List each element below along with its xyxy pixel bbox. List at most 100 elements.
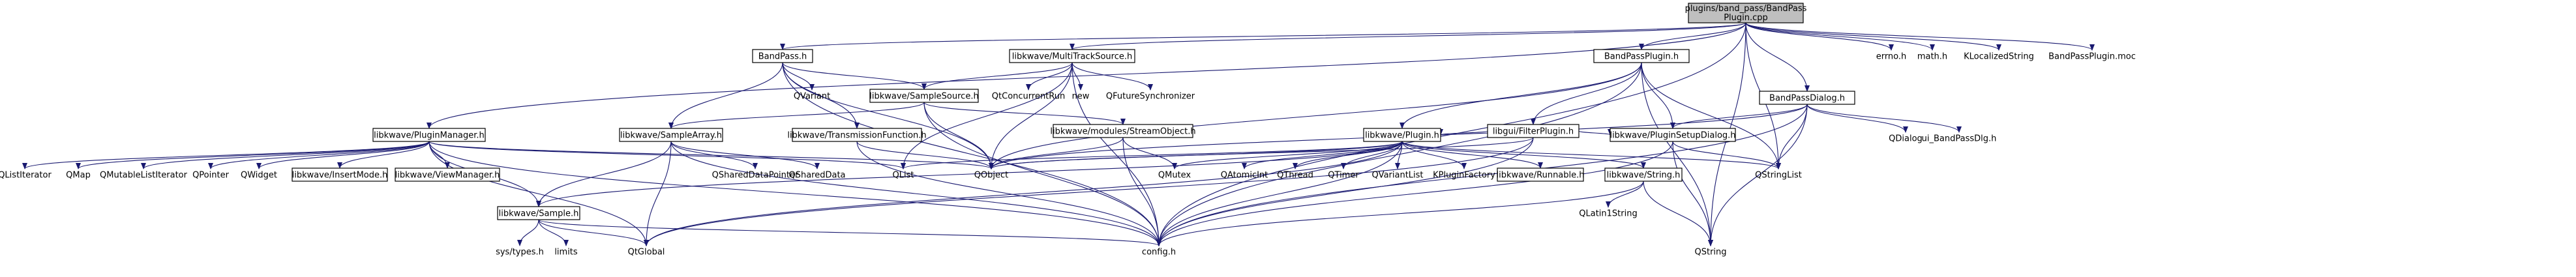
node-label: QPointer xyxy=(192,171,230,181)
edge-pluginmgr_h-to-qobject xyxy=(428,141,994,169)
edge-pluginsetup_h-to-config_h xyxy=(1156,141,1673,246)
node-filterplugin-h[interactable]: libgui/FilterPlugin.h xyxy=(1487,124,1580,138)
node-label: libgui/FilterPlugin.h xyxy=(1493,127,1574,137)
edge-plugin_h-to-qmutex xyxy=(1172,141,1403,169)
node-label: libkwave/SampleSource.h xyxy=(869,92,978,102)
node-viewmgr-h[interactable]: libkwave/ViewManager.h xyxy=(395,168,500,182)
edge-plugin_h-to-sample_h xyxy=(536,141,1403,207)
node-runnable-h[interactable]: libkwave/Runnable.h xyxy=(1496,168,1585,182)
edge-samplesource_h-to-samplearray_h xyxy=(668,102,925,129)
node-qshareddp: QSharedDataPointer xyxy=(712,171,799,181)
node-qthread: QThread xyxy=(1277,171,1313,181)
edge-root-to-bandpass_h xyxy=(780,22,1746,50)
edge-filterplugin_h-to-plugin_h xyxy=(1438,128,1488,136)
node-box xyxy=(752,49,813,63)
edge-pluginmgr_h-to-config_h xyxy=(428,141,1161,246)
edge-plugin_h-to-qstringlist xyxy=(1401,141,1781,169)
edge-pluginmgr_h-to-qmutlistiter xyxy=(141,141,430,169)
node-box xyxy=(1688,3,1804,23)
node-pluginmgr-h[interactable]: libkwave/PluginManager.h xyxy=(372,128,486,142)
node-label: QSharedData xyxy=(788,171,845,181)
node-mts-h[interactable]: libkwave/MultiTrackSource.h xyxy=(1009,49,1135,63)
edge-plugin_h-to-kpluginfactory xyxy=(1401,141,1467,169)
node-label: sys/types.h xyxy=(496,248,544,257)
edge-bandpass_h-to-samplearray_h xyxy=(668,62,783,129)
node-kpluginfactory: KPluginFactory xyxy=(1433,171,1495,181)
node-qlistiter: QListIterator xyxy=(0,171,52,181)
node-bpmoc: BandPassPlugin.moc xyxy=(2048,52,2136,62)
node-config-h: config.h xyxy=(1142,248,1176,257)
edge-bpplugin_h-to-qstringlist xyxy=(1641,62,1781,169)
node-string-h[interactable]: libkwave/String.h xyxy=(1604,168,1683,182)
node-label: QDialog xyxy=(1889,134,1923,144)
edge-bpplugin_h-to-qstring xyxy=(1641,62,1713,246)
edge-plugin_h-to-qobject xyxy=(989,141,1403,169)
node-new: new xyxy=(1072,92,1090,102)
node-label: BandPassPlugin.moc xyxy=(2048,52,2136,62)
node-bpdialog-h[interactable]: BandPassDialog.h xyxy=(1759,91,1855,105)
node-label: libkwave/SampleArray.h xyxy=(620,131,722,141)
edge-bpdialog_h-to-pluginsetup_h xyxy=(1670,104,1808,129)
node-box xyxy=(1593,49,1690,63)
edge-pluginmgr_h-to-qmap xyxy=(76,141,430,169)
node-label: QFutureSynchronizer xyxy=(1106,92,1195,102)
edge-samplearray_h-to-config_h xyxy=(670,141,1161,246)
node-box xyxy=(1053,124,1193,138)
node-box xyxy=(619,128,723,142)
node-bpplugin-h[interactable]: BandPassPlugin.h xyxy=(1593,49,1690,63)
edge-pluginmgr_h-to-insertmode_h xyxy=(337,141,430,169)
node-plugin-h[interactable]: libkwave/Plugin.h xyxy=(1363,128,1441,142)
node-label: QSharedDataPointer xyxy=(712,171,799,181)
node-box xyxy=(1759,91,1855,105)
node-label: libkwave/TransmissionFunction.h xyxy=(787,131,926,141)
node-uibpdlg: ui_BandPassDlg.h xyxy=(1922,134,1997,144)
edge-string_h-to-qstring xyxy=(1643,181,1713,246)
node-samplearray-h[interactable]: libkwave/SampleArray.h xyxy=(619,128,723,142)
node-label: QAtomicInt xyxy=(1221,171,1268,181)
edge-bpdialog_h-to-qdialog xyxy=(1806,104,1908,133)
node-bandpass-h[interactable]: BandPass.h xyxy=(752,49,813,63)
edge-pluginsetup_h-to-qstringlist xyxy=(1672,141,1781,169)
node-label: QList xyxy=(893,171,914,181)
node-label: QMutableListIterator xyxy=(100,171,188,181)
node-label: libkwave/Plugin.h xyxy=(1365,131,1439,141)
edge-mts_h-to-qfuturesync xyxy=(1071,62,1153,91)
node-label: KLocalizedString xyxy=(1964,52,2034,62)
edge-streamobj_h-to-qobject xyxy=(989,137,1124,169)
node-qpointer: QPointer xyxy=(192,171,230,181)
node-label: QMutex xyxy=(1158,171,1191,181)
node-label: QMap xyxy=(66,171,91,181)
node-qstringlist: QStringList xyxy=(1755,171,1802,181)
edge-bpplugin_h-to-filterplugin_h xyxy=(1531,62,1642,125)
edge-bpdialog_h-to-config_h xyxy=(1156,104,1808,246)
edge-samplesource_h-to-streamobj_h xyxy=(923,102,1126,125)
node-samplesource-h[interactable]: libkwave/SampleSource.h xyxy=(869,89,979,103)
edge-samplearray_h-to-qshareddata xyxy=(670,141,820,169)
node-label: KPluginFactory xyxy=(1433,171,1495,181)
node-pluginsetup-h[interactable]: libkwave/PluginSetupDialog.h xyxy=(1610,128,1736,142)
node-qstring: QString xyxy=(1694,248,1726,257)
edge-root-to-bpmoc xyxy=(1745,22,2095,51)
edge-root-to-mts_h xyxy=(1070,22,1746,50)
edge-pluginmgr_h-to-qwidget xyxy=(256,141,430,169)
node-streamobj-h[interactable]: libkwave/modules/StreamObject.h xyxy=(1050,124,1196,138)
edge-plugin_h-to-string_h xyxy=(1401,141,1646,169)
node-qtimer: QTimer xyxy=(1328,171,1359,181)
node-insertmode-h[interactable]: libkwave/InsertMode.h xyxy=(292,168,388,182)
node-sample-h[interactable]: libkwave/Sample.h xyxy=(497,206,580,220)
node-transfn-h[interactable]: libkwave/TransmissionFunction.h xyxy=(787,128,927,142)
node-label: math.h xyxy=(1917,52,1947,62)
node-label: QVariantList xyxy=(1371,171,1423,181)
node-label: QLatin1String xyxy=(1579,209,1637,219)
node-errno: errno.h xyxy=(1876,52,1907,62)
edge-mts_h-to-qtconc xyxy=(1026,62,1073,91)
node-label: BandPassDialog.h xyxy=(1769,94,1845,104)
node-box xyxy=(869,89,979,103)
node-label: libkwave/String.h xyxy=(1607,171,1681,181)
node-box xyxy=(792,128,922,142)
node-qshareddata: QSharedData xyxy=(788,171,845,181)
edge-streamobj_h-to-config_h xyxy=(1122,137,1161,246)
edge-bpplugin_h-to-plugin_h xyxy=(1400,62,1642,129)
